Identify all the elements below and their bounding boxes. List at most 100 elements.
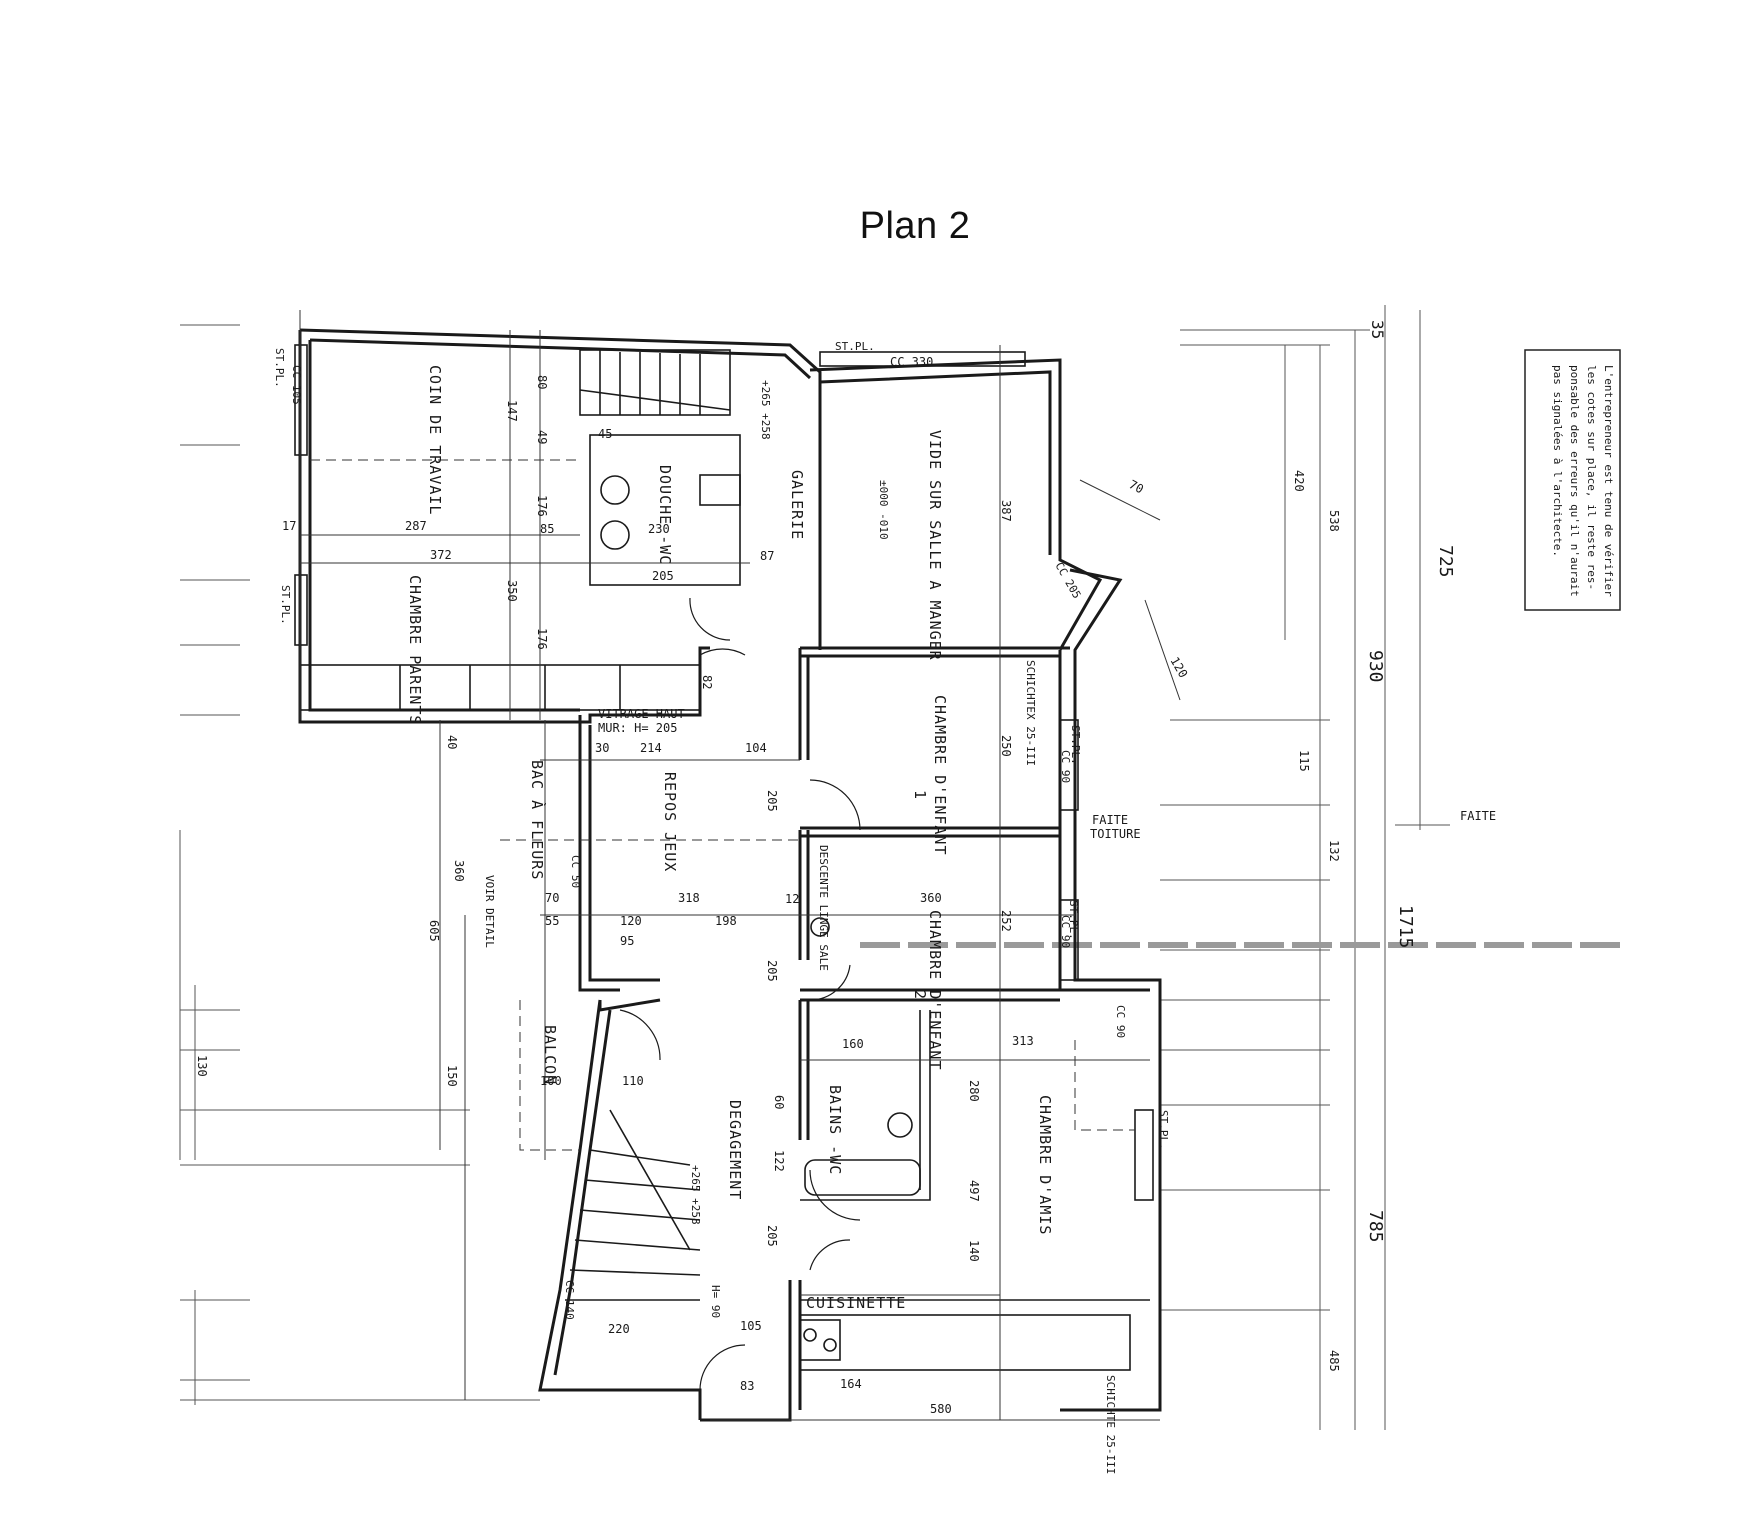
dashed-lines — [310, 459, 1135, 1151]
dim-82: 82 — [700, 675, 714, 689]
toiture-label: TOITURE — [1090, 827, 1141, 841]
faite-label: FAITE — [1092, 813, 1128, 827]
stairs-top — [579, 349, 731, 416]
dim-287: 287 — [405, 519, 427, 533]
dim-130: 130 — [195, 1055, 209, 1077]
dim-198: 198 — [715, 914, 737, 928]
note-line-2: les cotes sur place, il reste res- — [1585, 365, 1598, 590]
dim-205b: 205 — [765, 790, 779, 812]
dim-60: 60 — [772, 1095, 786, 1109]
room-chambre-enfant-2: CHAMBRE D'ENFANT — [926, 910, 944, 1071]
dim-140: 140 — [967, 1240, 981, 1262]
plan-title: Plan 2 — [859, 205, 971, 247]
dim-280: 280 — [967, 1080, 981, 1102]
room-galerie: GALERIE — [788, 470, 806, 540]
dim-30: 30 — [595, 741, 609, 755]
faite-right-label: FAITE — [1460, 809, 1496, 823]
dim-205d: 205 — [765, 1225, 779, 1247]
room-chambre-amis: CHAMBRE D'AMIS — [1036, 1095, 1054, 1235]
dim-120r: 120 — [1167, 655, 1190, 681]
dim-205a: 205 — [652, 569, 674, 583]
doors — [619, 597, 861, 1391]
room-degagement: DEGAGEMENT — [726, 1100, 744, 1200]
room-balcon: BALCON — [541, 1025, 559, 1085]
dim-176a: 176 — [535, 495, 549, 517]
overall-dimensions: 725 930 1715 785 35 538 420 485 605 360 — [427, 320, 1456, 1372]
room-chambre-enfant-1: CHAMBRE D'ENFANT — [931, 695, 949, 856]
level-265-a-label: +265 +258 — [759, 380, 772, 440]
dim-70: 70 — [545, 891, 559, 905]
cc-50-label: CC 50 — [569, 855, 582, 888]
right-reference-lines — [1160, 305, 1450, 1430]
note-line-4: pas signalées à l'architecte. — [1551, 365, 1564, 557]
stairs-bottom — [565, 1109, 701, 1301]
room-chambre-enfant-2-num: 2 — [911, 990, 929, 1000]
dim-387: 387 — [999, 500, 1013, 522]
cc-330-label: CC 330 — [890, 355, 933, 369]
room-douche-wc: DOUCHE -WC — [656, 465, 674, 565]
note-line-3: ponsable des erreurs qu'il n'aurait — [1568, 365, 1581, 597]
schichtex-label: SCHICHTEX 25-III — [1024, 660, 1037, 766]
dim-250: 250 — [999, 735, 1013, 757]
dim-538: 538 — [1327, 510, 1341, 532]
st-pl-right-1: ST.PL. — [1069, 725, 1082, 765]
cc-90-b-label: CC 90 — [1059, 915, 1072, 948]
dim-350: 350 — [505, 580, 519, 602]
dim-40: 40 — [445, 735, 459, 749]
left-reference-lines — [179, 324, 540, 1405]
dim-605: 605 — [427, 920, 441, 942]
dim-17: 17 — [282, 519, 296, 533]
dim-930: 930 — [1365, 650, 1386, 683]
st-pl-right-3: ST.PL. — [1157, 1110, 1170, 1150]
dim-110: 110 — [622, 1074, 644, 1088]
dim-220: 220 — [608, 1322, 630, 1336]
mur-h-label: MUR: H= 205 — [598, 721, 677, 735]
room-repos-jeux: REPOS JEUX — [661, 772, 679, 872]
room-chambre-enfant-1-num: 1 — [911, 790, 929, 800]
room-labels: COIN DE TRAVAIL DOUCHE -WC GALERIE VIDE … — [406, 365, 1054, 1312]
dim-85: 85 — [540, 522, 554, 536]
cc-90-c-label: CC 90 — [1114, 1005, 1127, 1038]
dim-313: 313 — [1012, 1034, 1034, 1048]
dim-497: 497 — [967, 1180, 981, 1202]
st-pl-right-2: ST.PL. — [1067, 900, 1080, 940]
voir-detail-label: VOIR DETAIL — [483, 875, 496, 948]
dim-150: 150 — [445, 1065, 459, 1087]
level-000-label: ±000 -010 — [877, 480, 890, 540]
dim-420: 420 — [1292, 470, 1306, 492]
dim-147: 147 — [505, 400, 519, 422]
dim-360b: 360 — [920, 891, 942, 905]
room-chambre-parents: CHAMBRE PARENTS — [406, 575, 424, 725]
dim-104: 104 — [745, 741, 767, 755]
room-coin-travail: COIN DE TRAVAIL — [426, 365, 444, 515]
dim-176b: 176 — [535, 628, 549, 650]
dim-12: 12 — [785, 892, 799, 906]
dim-55: 55 — [545, 914, 559, 928]
dim-164: 164 — [840, 1377, 862, 1391]
note-line-1: L'entrepreneur est tenu de vérifier — [1602, 365, 1615, 597]
fixtures — [589, 434, 921, 1361]
dim-80: 80 — [535, 375, 549, 389]
st-pl-top: ST.PL. — [835, 340, 875, 353]
dim-49: 49 — [535, 430, 549, 444]
dim-83: 83 — [740, 1379, 754, 1393]
dim-360: 360 — [452, 860, 466, 882]
level-265-b-label: +265 +258 — [689, 1165, 702, 1225]
st-pl-left-1: ST.PL. — [273, 348, 286, 388]
walls — [298, 328, 1162, 1422]
room-bains-wc: BAINS -WC — [826, 1085, 844, 1175]
dimension-lines — [299, 310, 1181, 1421]
dim-70r: 70 — [1127, 477, 1146, 496]
dim-45: 45 — [598, 427, 612, 441]
dim-205c: 205 — [765, 960, 779, 982]
vitrage-haut-label: VITRAGE HAUT — [598, 707, 685, 721]
room-cuisinette: CUISINETTE — [806, 1294, 906, 1312]
cc-140-label: CC 140 — [563, 1280, 576, 1320]
dim-95: 95 — [620, 934, 634, 948]
dim-122: 122 — [772, 1150, 786, 1172]
interior-dimensions: 287 372 350 147 176 176 230 205 85 80 49… — [195, 375, 1341, 1416]
dim-105: 105 — [740, 1319, 762, 1333]
room-vide-salle: VIDE SUR SALLE A MANGER — [926, 430, 944, 661]
cc-90-a-label: CC 90 — [1059, 750, 1072, 783]
